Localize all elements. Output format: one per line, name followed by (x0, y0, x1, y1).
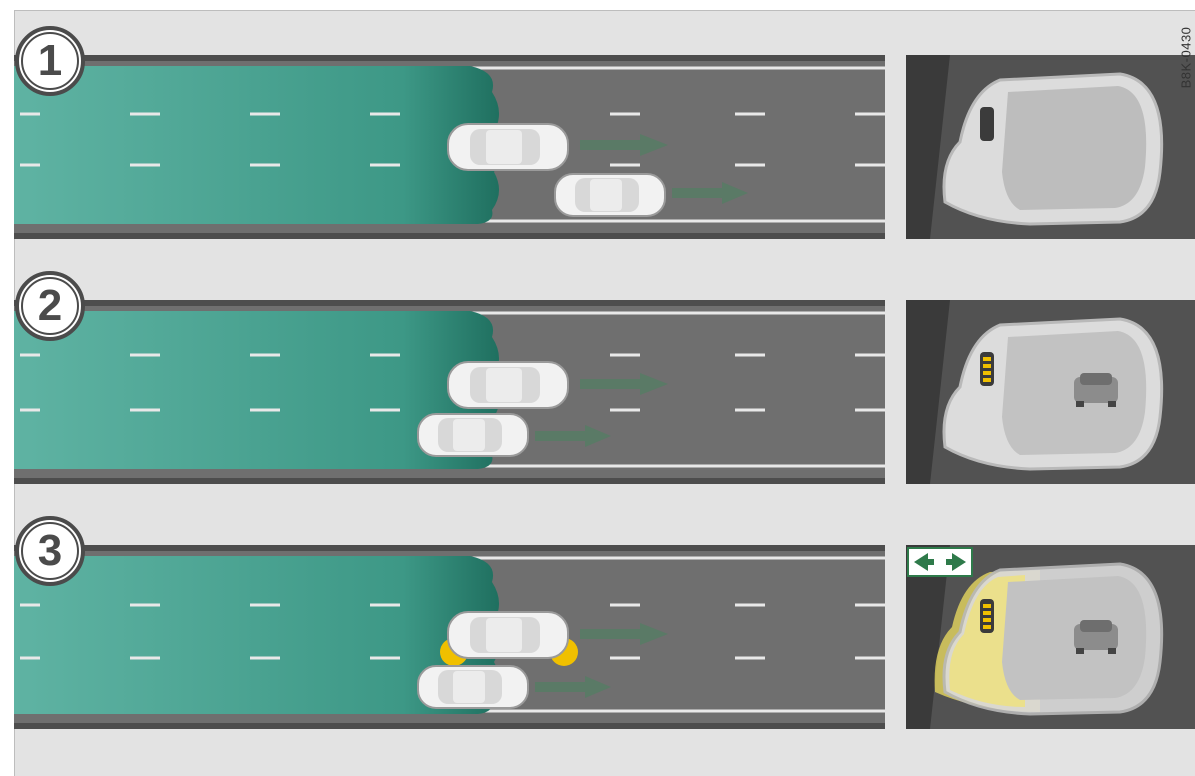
figure-code: B8K-0430 (1178, 12, 1194, 107)
own-vehicle (448, 612, 568, 658)
overtaking-vehicle (555, 174, 665, 216)
reflected-car (1074, 620, 1118, 654)
own-vehicle (448, 124, 568, 170)
step-number: 2 (4, 270, 96, 342)
warning-light (980, 107, 994, 141)
step-badge-1: 1 (4, 25, 96, 97)
step-badge-3: 3 (4, 515, 96, 587)
step-number: 1 (4, 25, 96, 97)
mirror-glass (1002, 86, 1146, 210)
own-vehicle (448, 362, 568, 408)
mirror-view-3 (890, 542, 1195, 732)
turn-signal-indicator-icon (908, 548, 972, 576)
mirror-view-2 (890, 297, 1195, 487)
step-badge-2: 2 (4, 270, 96, 342)
vehicle-in-blind-spot (418, 666, 528, 708)
road-scene-3 (0, 542, 885, 732)
vehicle-in-blind-spot (418, 414, 528, 456)
road-scene-2 (0, 297, 885, 487)
reflected-car (1074, 373, 1118, 407)
step-number: 3 (4, 515, 96, 587)
road-scene-1 (0, 52, 885, 242)
mirror-view-1 (890, 52, 1195, 242)
